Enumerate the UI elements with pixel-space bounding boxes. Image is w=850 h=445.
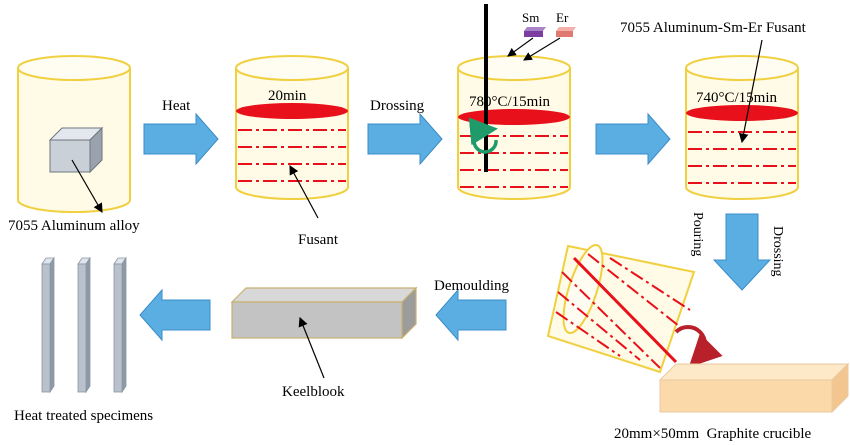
fusant2-pointer bbox=[738, 39, 763, 144]
specimen-1 bbox=[41, 256, 55, 394]
label-temp-780: 780°C/15min bbox=[469, 94, 551, 110]
crucible-sm-er-fusant bbox=[685, 55, 799, 200]
label-fusant: Fusant bbox=[298, 232, 339, 248]
keelblook-pointer bbox=[298, 316, 325, 379]
specimen-arrow bbox=[139, 288, 211, 342]
er-pointer bbox=[523, 37, 561, 61]
crucible-fusant bbox=[235, 55, 349, 200]
alloy-block bbox=[48, 126, 104, 174]
pour-rotation-icon bbox=[674, 325, 723, 368]
drossing-arrow bbox=[367, 112, 443, 166]
label-demoulding: Demoulding bbox=[434, 278, 509, 294]
label-time-20min: 20min bbox=[268, 88, 307, 104]
label-crucible: 20mm×50mm Graphite crucible bbox=[614, 426, 812, 442]
label-er: Er bbox=[556, 10, 569, 25]
specimen-bars bbox=[41, 256, 127, 394]
fusant-pointer bbox=[289, 164, 319, 219]
er-block bbox=[556, 27, 576, 31]
specimen-3 bbox=[113, 256, 127, 394]
label-temp-740: 740°C/15min bbox=[696, 90, 778, 106]
tilted-crucible bbox=[546, 244, 696, 374]
specimen-2 bbox=[77, 256, 91, 394]
label-drossing-2: Drossing bbox=[770, 226, 785, 277]
label-fusant-sm-er: 7055 Aluminum-Sm-Er Fusant bbox=[620, 20, 807, 36]
crucible-alloying bbox=[457, 55, 571, 200]
drossing-arrow-down bbox=[712, 213, 772, 291]
label-heat: Heat bbox=[162, 98, 191, 114]
sm-block-face bbox=[524, 31, 543, 37]
er-block-face bbox=[556, 31, 573, 37]
alloy-pointer bbox=[71, 159, 103, 214]
sm-block bbox=[524, 27, 546, 31]
label-drossing-1: Drossing bbox=[370, 98, 425, 114]
demoulding-arrow bbox=[435, 288, 507, 342]
transfer-arrow bbox=[595, 112, 671, 166]
label-specimens: Heat treated specimens bbox=[14, 408, 153, 424]
graphite-mould bbox=[658, 362, 850, 414]
label-pouring: Pouring bbox=[690, 212, 705, 256]
stir-rotation-icon bbox=[468, 117, 498, 154]
sm-pointer bbox=[507, 37, 534, 57]
label-keelblook: Keelblook bbox=[282, 384, 345, 400]
label-sm: Sm bbox=[522, 10, 539, 25]
keelblook-ingot bbox=[230, 286, 418, 340]
label-alloy: 7055 Aluminum alloy bbox=[8, 218, 140, 234]
heat-arrow bbox=[143, 112, 219, 166]
